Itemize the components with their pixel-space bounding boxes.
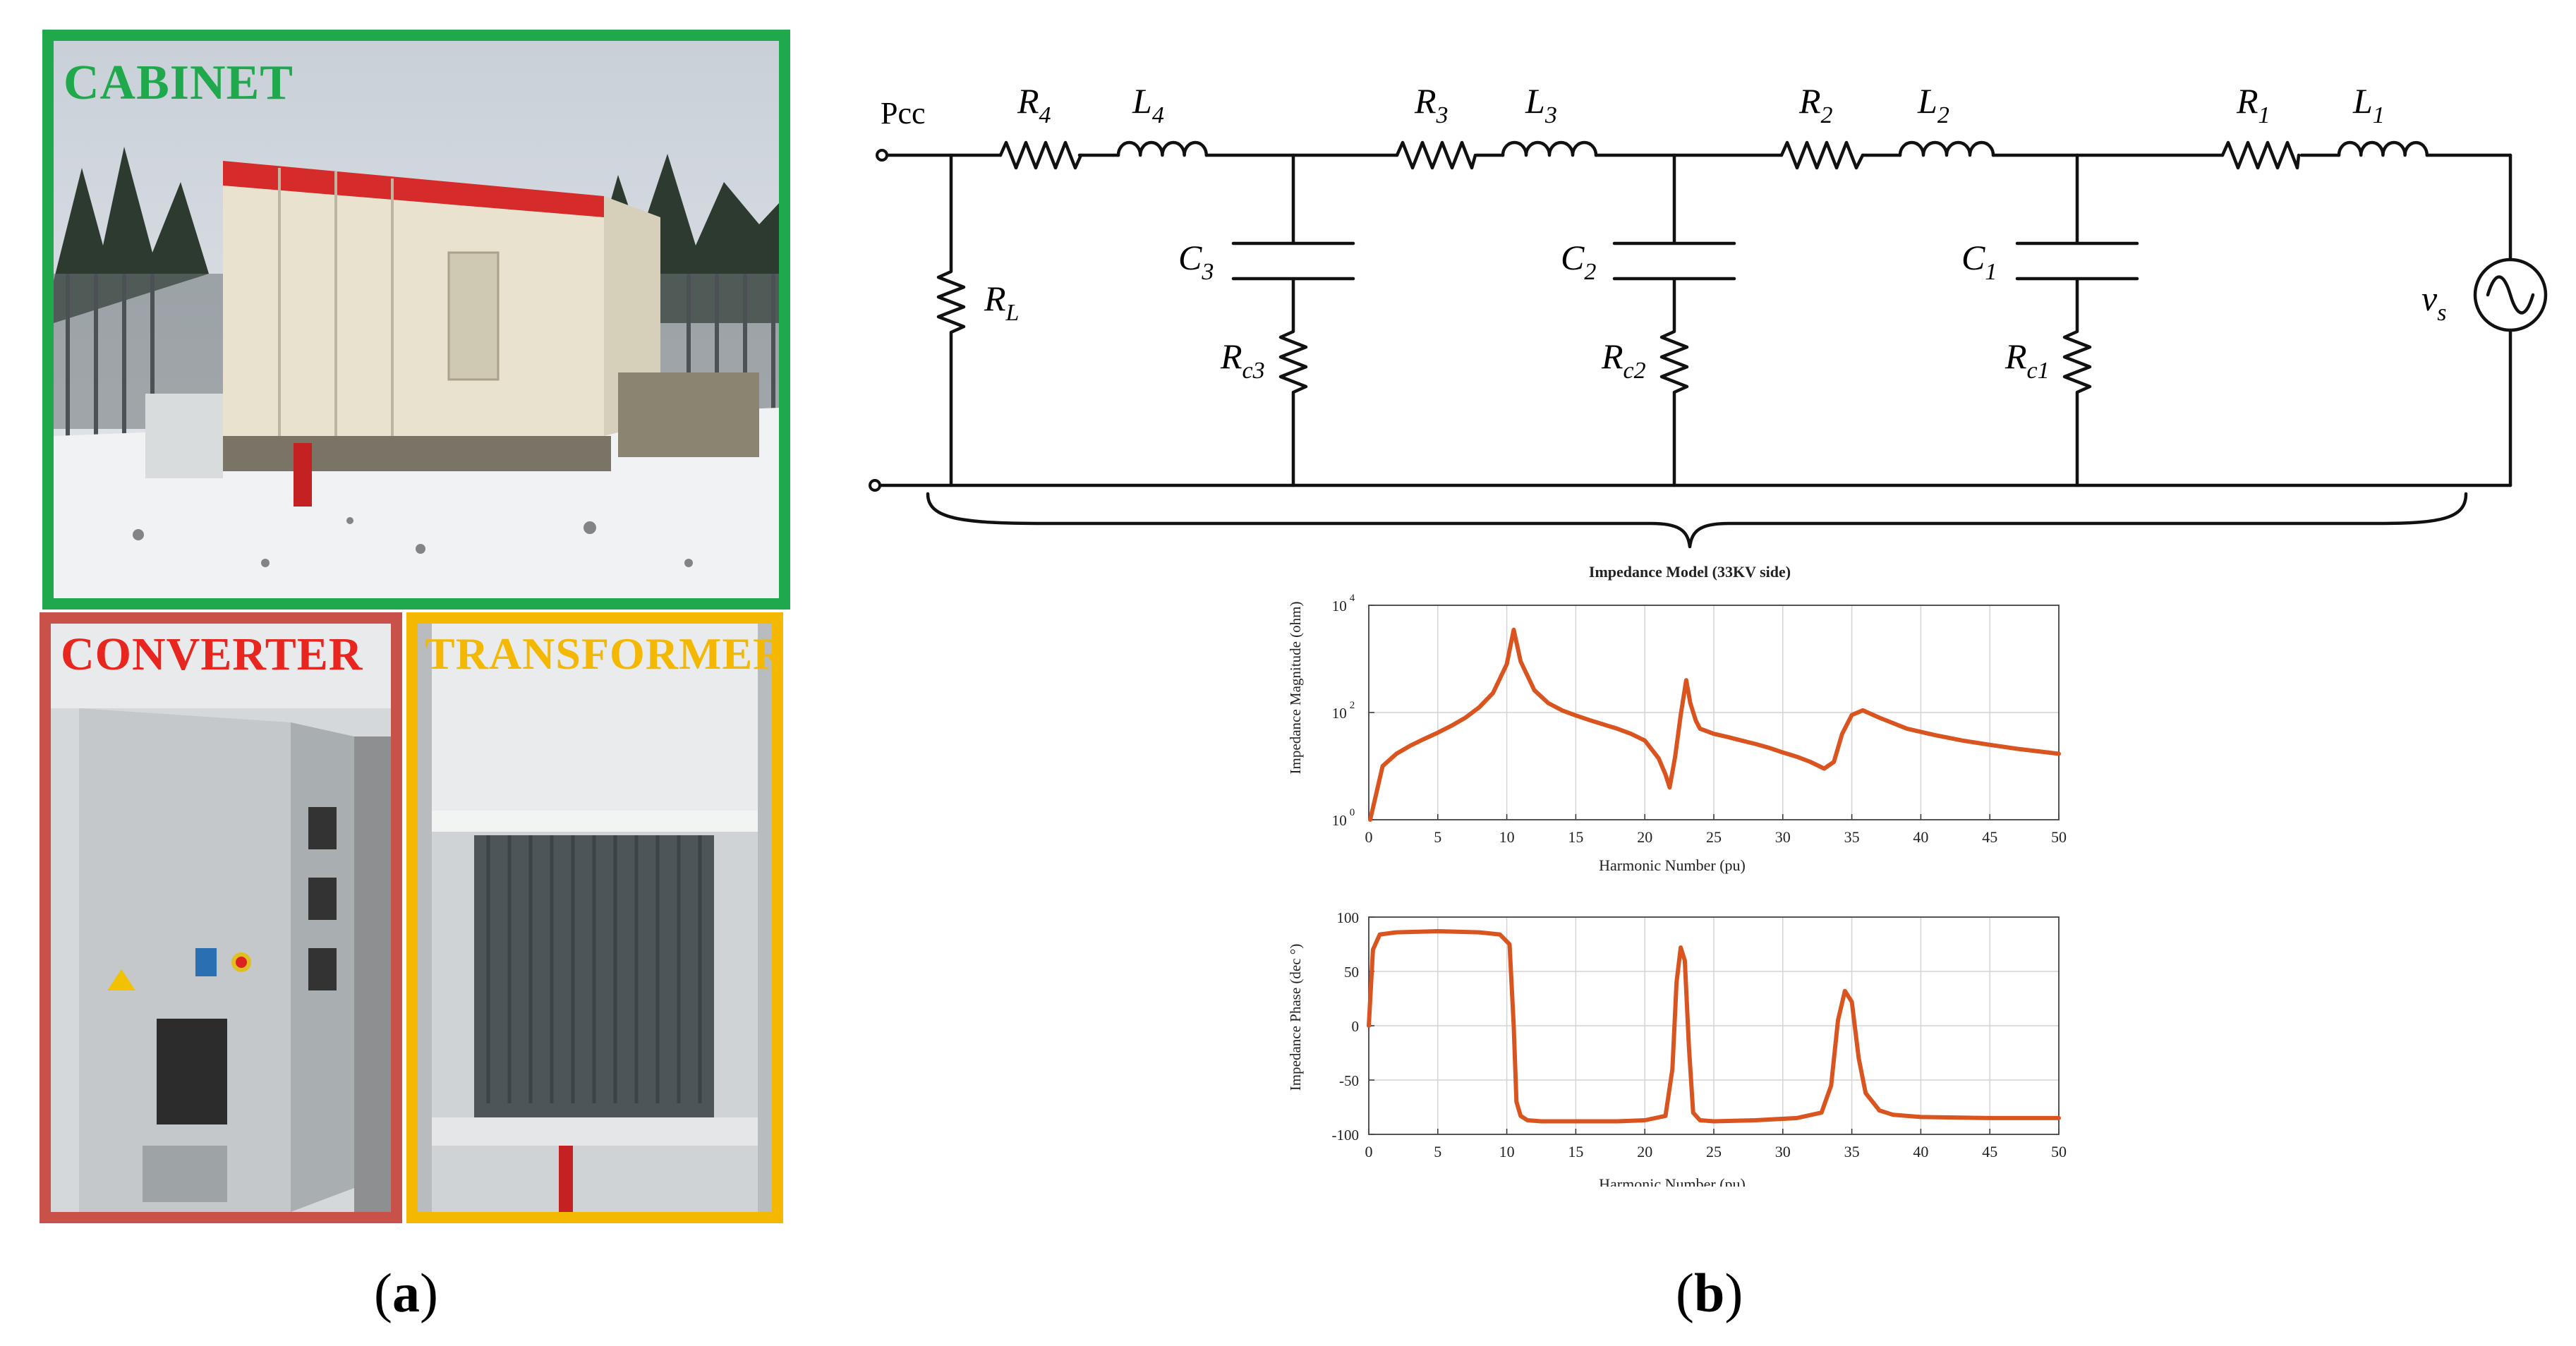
label-rl: RL (984, 279, 1019, 326)
x-tick-label: 0 (1365, 1143, 1373, 1160)
resistor-r1 (2220, 140, 2301, 170)
x-tick-label: 5 (1434, 828, 1441, 846)
panel-a-caption: (a) (374, 1262, 438, 1323)
y-tick-label: 0 (1352, 1018, 1360, 1035)
phase-y-label: Impedance Phase (dec °) (1287, 944, 1304, 1091)
resistor-rl (936, 153, 966, 487)
branch-c1 (2015, 153, 2139, 487)
transformer-label: TRANSFORMER (425, 629, 783, 679)
panel-b-caption: (b) (1676, 1262, 1743, 1323)
phase-x-label: Harmonic Number (pu) (1599, 1175, 1746, 1187)
cabinet-photo: CABINET (42, 30, 790, 610)
x-tick-label: 45 (1982, 828, 1997, 846)
inductor-l2 (1898, 140, 1995, 157)
x-tick-label: 20 (1637, 1143, 1652, 1160)
y-tick-label: 50 (1344, 964, 1359, 981)
label-l1: L1 (2352, 81, 2385, 128)
branch-c2 (1612, 153, 1736, 487)
label-c2: C2 (1561, 238, 1596, 285)
x-tick-label: 40 (1913, 828, 1928, 846)
label-r4: R4 (1017, 81, 1051, 128)
pcc-label: Pcc (881, 96, 926, 131)
brace (926, 492, 2468, 549)
label-l4: L4 (1132, 81, 1164, 128)
magnitude-plot: Impedance Model (33KV side) Impedance Ma… (1287, 563, 2067, 874)
x-tick-label: 35 (1844, 828, 1860, 846)
x-tick-label: 25 (1706, 828, 1722, 846)
transformer-photo: TRANSFORMER (406, 612, 783, 1223)
resistor-r3 (1395, 140, 1477, 170)
x-tick-label: 20 (1637, 828, 1652, 846)
label-l2: L2 (1917, 81, 1949, 128)
magnitude-plot-title: Impedance Model (33KV side) (1589, 563, 1791, 581)
x-tick-label: 30 (1775, 828, 1791, 846)
label-rc1: Rc1 (2004, 336, 2050, 384)
label-r1: R1 (2236, 81, 2270, 128)
panel-a-letter: a (392, 1262, 420, 1323)
converter-illustration (51, 624, 391, 1212)
ground-terminal (869, 479, 881, 492)
cabinet-illustration (54, 41, 779, 598)
voltage-source (2473, 257, 2548, 332)
x-tick-label: 40 (1913, 1143, 1928, 1160)
label-rc2: Rc2 (1601, 336, 1646, 384)
x-tick-label: 45 (1982, 1143, 1997, 1160)
x-tick-label: 30 (1775, 1143, 1791, 1160)
label-r2: R2 (1798, 81, 1833, 128)
converter-label: CONVERTER (61, 629, 363, 680)
series-line (1367, 929, 2061, 1124)
x-tick-label: 35 (1844, 1143, 1860, 1160)
x-tick-label: 50 (2051, 1143, 2067, 1160)
x-tick-label: 25 (1706, 1143, 1722, 1160)
branch-c3 (1231, 153, 1355, 487)
plot-frame (1368, 605, 2060, 820)
label-c3: C3 (1178, 238, 1214, 285)
y-tick-label: -50 (1339, 1072, 1359, 1089)
x-tick-label: 10 (1499, 1143, 1515, 1160)
resistor-r4 (998, 140, 1083, 170)
inductor-l4 (1116, 140, 1209, 157)
circuit-diagram: Pcc R4 L4 R3 L3 R2 L2 R1 L1 C3 C2 C1 Rc3… (869, 81, 2548, 549)
x-tick-label: 15 (1568, 1143, 1583, 1160)
series-line (1368, 627, 2061, 822)
transformer-illustration (418, 624, 772, 1212)
inductor-l1 (2337, 140, 2429, 157)
pcc-terminal (876, 149, 888, 162)
inductor-l3 (1501, 140, 1598, 157)
y-tick-label: 100 (1337, 909, 1360, 926)
y-tick-label: -100 (1332, 1127, 1360, 1144)
cabinet-label: CABINET (64, 56, 294, 110)
label-c1: C1 (1961, 238, 1997, 285)
sine-icon (2486, 275, 2535, 315)
x-tick-label: 10 (1499, 828, 1515, 846)
panel-b-letter: b (1693, 1262, 1725, 1323)
label-r3: R3 (1414, 81, 1449, 128)
x-tick-label: 15 (1568, 828, 1583, 846)
x-tick-label: 50 (2051, 828, 2067, 846)
x-tick-label: 5 (1434, 1143, 1441, 1160)
label-l3: L3 (1525, 81, 1557, 128)
resistor-r2 (1779, 140, 1865, 170)
label-vs: vs (2421, 279, 2446, 326)
converter-photo: CONVERTER (40, 612, 402, 1223)
x-tick-label: 0 (1365, 828, 1373, 846)
phase-plot: Impedance Phase (dec °) Harmonic Number … (1287, 909, 2067, 1187)
magnitude-x-label: Harmonic Number (pu) (1599, 856, 1746, 874)
label-rc3: Rc3 (1220, 336, 1265, 384)
magnitude-y-label: Impedance Magnitude (ohm) (1287, 602, 1304, 775)
